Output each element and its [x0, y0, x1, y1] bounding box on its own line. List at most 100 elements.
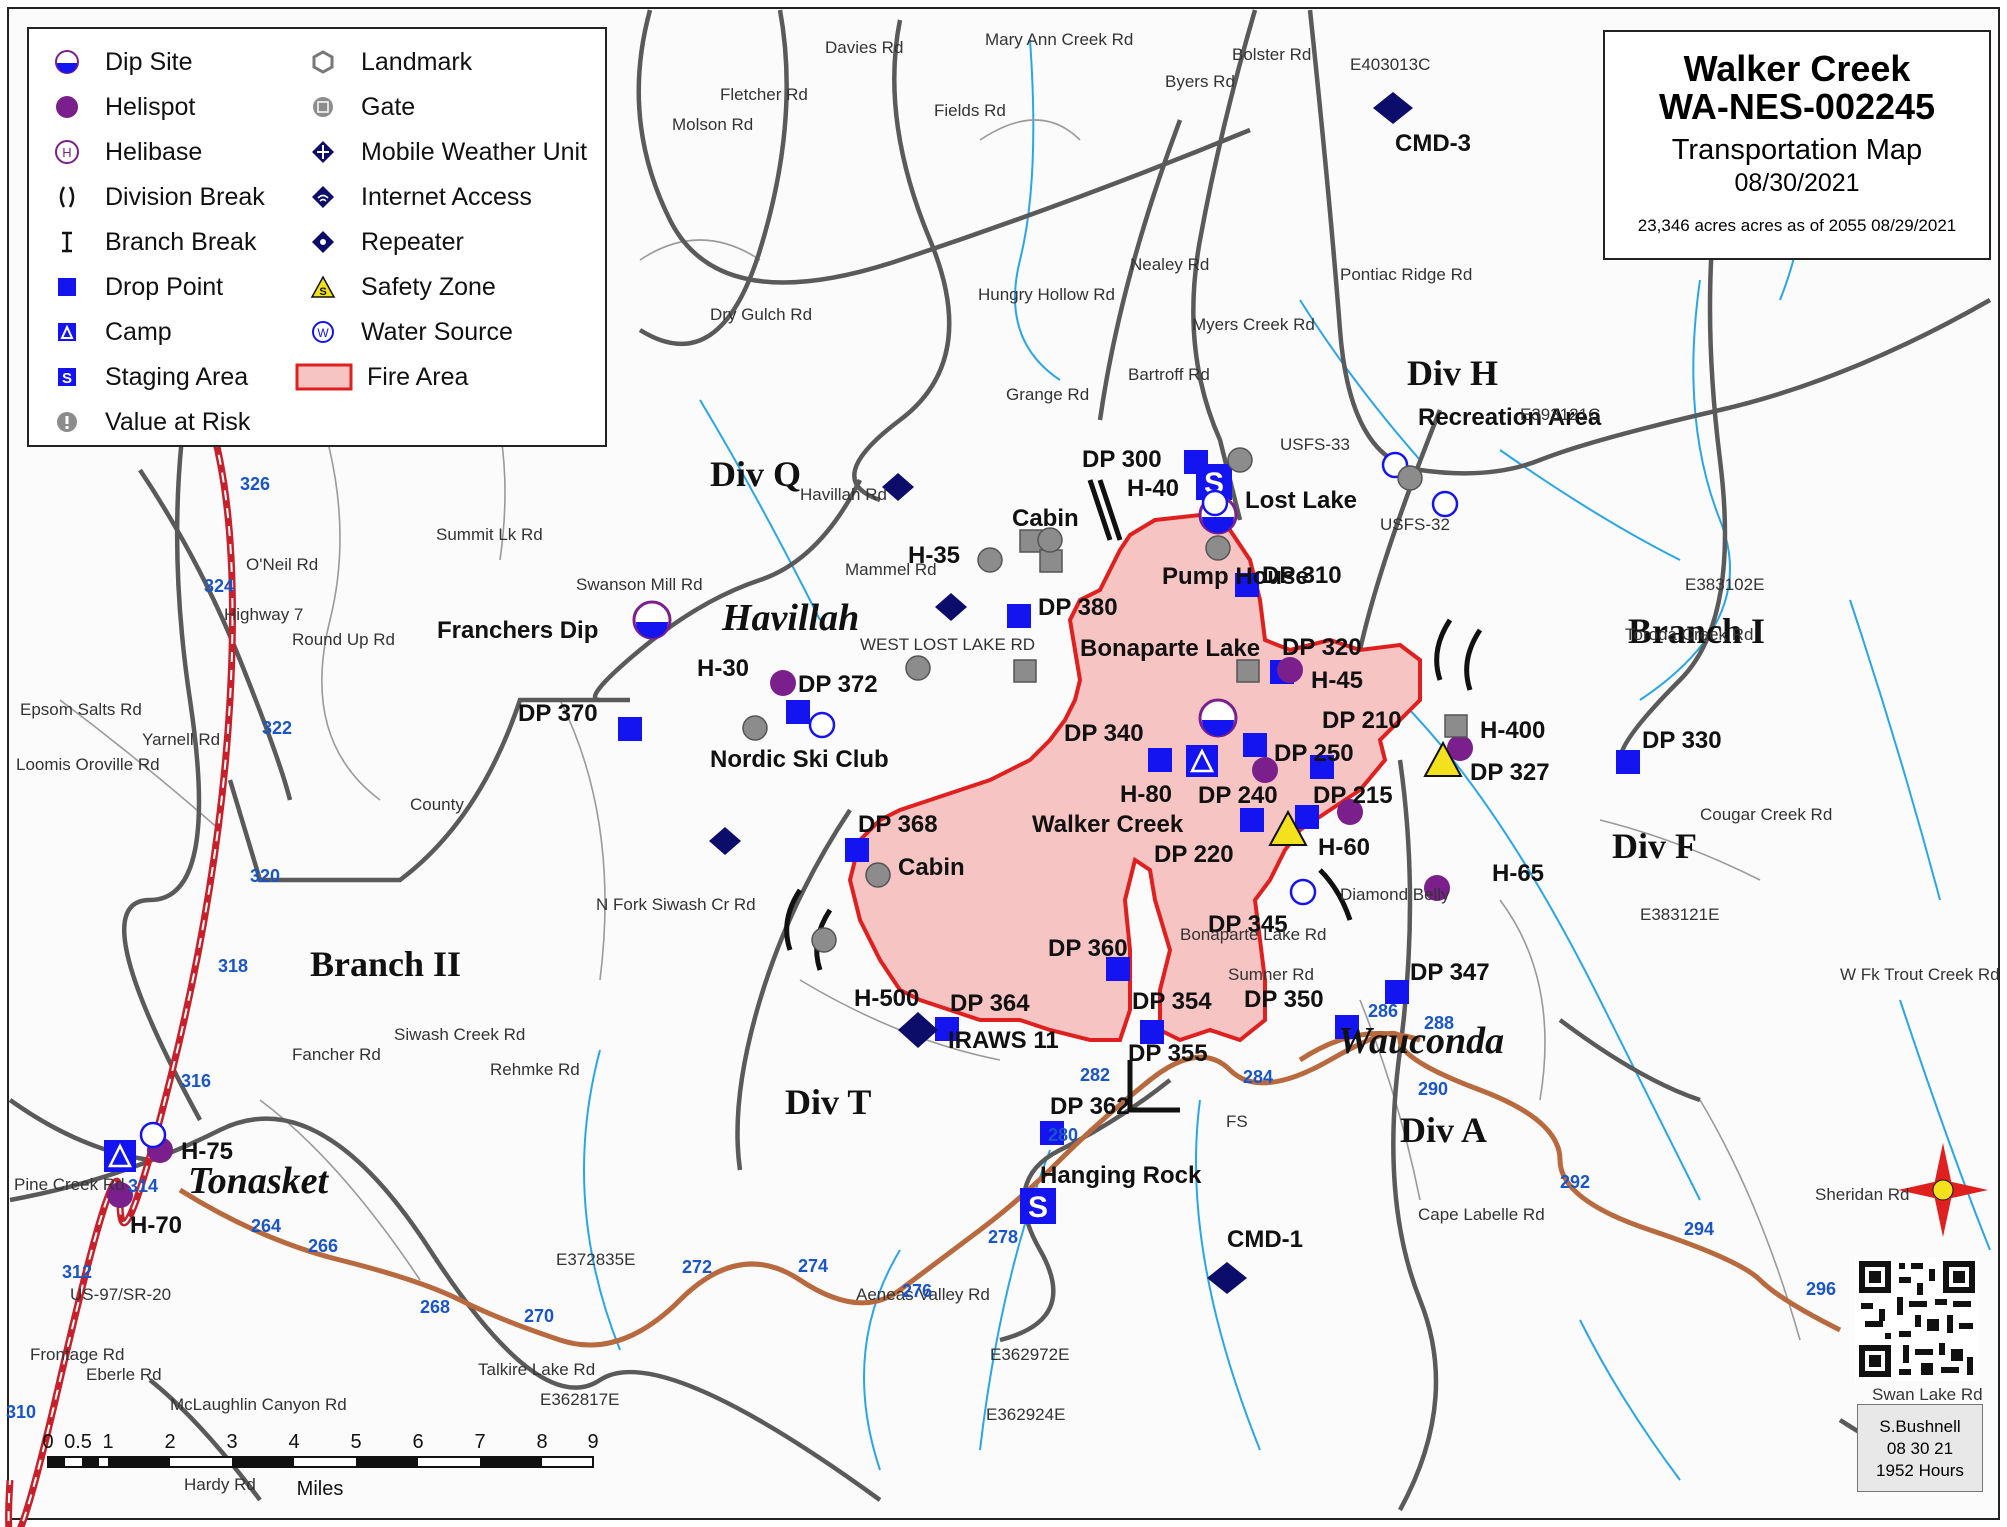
svg-text:Davies Rd: Davies Rd: [825, 38, 903, 57]
svg-text:296: 296: [1806, 1279, 1836, 1299]
svg-text:324: 324: [204, 576, 234, 596]
svg-text:Franchers Dip: Franchers Dip: [437, 617, 598, 644]
svg-text:DP 220: DP 220: [1154, 841, 1234, 868]
svg-text:Epsom Salts Rd: Epsom Salts Rd: [20, 700, 142, 719]
svg-text:E362817E: E362817E: [540, 1390, 619, 1409]
svg-text:H-35: H-35: [908, 542, 960, 569]
svg-text:DP 250: DP 250: [1274, 740, 1354, 767]
svg-text:272: 272: [682, 1257, 712, 1277]
svg-text:Swanson Mill Rd: Swanson Mill Rd: [576, 575, 703, 594]
camp-markers: [104, 745, 1218, 1172]
division-labels: Div Q Div H Div T Div A Div F Branch I B…: [310, 353, 1765, 1150]
svg-text:276: 276: [902, 1281, 932, 1301]
town-labels: Havillah Tonasket Wauconda: [188, 597, 1504, 1202]
svg-text:Sheridan Rd: Sheridan Rd: [1815, 1185, 1910, 1204]
svg-text:H-500: H-500: [854, 985, 919, 1012]
svg-text:Havillah Rd: Havillah Rd: [800, 485, 887, 504]
svg-text:Lost Lake: Lost Lake: [1245, 487, 1357, 514]
scale-tick: 6: [412, 1431, 423, 1453]
svg-text:DP 380: DP 380: [1038, 594, 1118, 621]
svg-text:S: S: [62, 370, 72, 387]
svg-text:S: S: [1028, 1191, 1048, 1224]
svg-text:326: 326: [240, 474, 270, 494]
signature-date: 08 30 21: [1886, 1439, 1954, 1458]
svg-text:Cape Labelle Rd: Cape Labelle Rd: [1418, 1205, 1545, 1224]
svg-text:DP 355: DP 355: [1128, 1040, 1208, 1067]
scale-tick: 9: [587, 1431, 598, 1453]
svg-text:Molson Rd: Molson Rd: [672, 115, 753, 134]
svg-text:Eberle Rd: Eberle Rd: [86, 1365, 162, 1384]
svg-text:Myers Creek Rd: Myers Creek Rd: [1192, 315, 1315, 334]
svg-text:Recreation Area: Recreation Area: [1418, 404, 1602, 431]
svg-text:Highway 7: Highway 7: [224, 605, 303, 624]
helispot-labels: H-30 H-35 H-40 H-45 H-60 H-65 H-70 H-75 …: [130, 475, 1545, 1239]
svg-text:Mammel Rd: Mammel Rd: [845, 560, 937, 579]
fire-area-icon: [295, 359, 353, 395]
division-break-icon: [49, 179, 85, 215]
svg-text:Byers Rd: Byers Rd: [1165, 72, 1235, 91]
svg-text:USFS-32: USFS-32: [1380, 515, 1450, 534]
svg-text:DP 350: DP 350: [1244, 986, 1324, 1013]
helispot-markers: [107, 657, 1473, 1208]
svg-text:County: County: [410, 795, 464, 814]
title-block: Walker Creek WA-NES-002245 Transportatio…: [1603, 30, 1991, 260]
svg-text:H-80: H-80: [1120, 781, 1172, 808]
svg-text:Diamond Belly: Diamond Belly: [1340, 885, 1450, 904]
svg-text:Bonaparte Lake: Bonaparte Lake: [1080, 635, 1260, 662]
svg-text:DP 345: DP 345: [1208, 911, 1288, 938]
scale-tick: 0: [42, 1431, 53, 1453]
gate-icon: [305, 89, 341, 125]
legend-item: Drop Point: [49, 268, 223, 306]
svg-text:Talkire Lake Rd: Talkire Lake Rd: [478, 1360, 595, 1379]
svg-text:264: 264: [251, 1216, 281, 1236]
svg-text:Siwash Creek Rd: Siwash Creek Rd: [394, 1025, 525, 1044]
svg-text:McLaughlin Canyon Rd: McLaughlin Canyon Rd: [170, 1395, 347, 1414]
helibase-icon: H: [49, 134, 85, 170]
division-label: Div A: [1400, 1110, 1487, 1150]
svg-text:280: 280: [1048, 1125, 1078, 1145]
svg-text:E362924E: E362924E: [986, 1405, 1065, 1424]
svg-text:H-65: H-65: [1492, 860, 1544, 887]
svg-text:Round Up Rd: Round Up Rd: [292, 630, 395, 649]
svg-text:Nordic Ski Club: Nordic Ski Club: [710, 746, 889, 773]
svg-text:Pontiac Ridge Rd: Pontiac Ridge Rd: [1340, 265, 1472, 284]
svg-text:E383121E: E383121E: [1640, 905, 1719, 924]
legend-item: Helispot: [49, 88, 195, 126]
svg-text:Pump House: Pump House: [1162, 563, 1309, 590]
svg-text:US-97/SR-20: US-97/SR-20: [70, 1285, 171, 1304]
north-arrow-icon: [1898, 1143, 1988, 1237]
signature-author: S.Bushnell: [1879, 1417, 1961, 1436]
legend-item: Landmark: [305, 43, 472, 81]
svg-text:Aeneas Valley Rd: Aeneas Valley Rd: [856, 1285, 990, 1304]
svg-text:Bolster Rd: Bolster Rd: [1232, 45, 1311, 64]
svg-text:H-70: H-70: [130, 1212, 182, 1239]
landmark-icon: [305, 44, 341, 80]
svg-text:DP 372: DP 372: [798, 671, 878, 698]
map-date: 08/30/2021: [1734, 169, 1860, 197]
svg-text:DP 354: DP 354: [1132, 988, 1212, 1015]
fire-area-polygon: [847, 512, 1422, 1043]
svg-text:320: 320: [250, 866, 280, 886]
legend-item: Value at Risk: [49, 403, 250, 441]
svg-text:314: 314: [128, 1176, 158, 1196]
drop-point-markers: [618, 450, 1640, 1145]
svg-text:E393121C: E393121C: [1520, 405, 1600, 424]
legend-item: Branch Break: [49, 223, 256, 261]
svg-text:CMD-1: CMD-1: [1227, 1226, 1303, 1253]
svg-text:Fletcher Rd: Fletcher Rd: [720, 85, 808, 104]
highway: [5, 418, 236, 1527]
legend-item: Dip Site: [49, 43, 193, 81]
svg-text:O'Neil Rd: O'Neil Rd: [246, 555, 318, 574]
legend-item: Repeater: [305, 223, 464, 261]
acreage-note: 23,346 acres acres as of 2055 08/29/2021: [1637, 216, 1957, 235]
scale-tick: 1: [102, 1431, 113, 1453]
svg-text:WEST LOST LAKE RD: WEST LOST LAKE RD: [860, 635, 1035, 654]
paved-roads: [178, 1030, 1842, 1348]
minor-roads: [59, 119, 1801, 1341]
svg-text:N Fork Siwash Cr Rd: N Fork Siwash Cr Rd: [596, 895, 756, 914]
qr-code-icon[interactable]: [1855, 1257, 1979, 1381]
legend-item: Internet Access: [305, 178, 532, 216]
camp-icon: [49, 314, 85, 350]
svg-text:Sumner Rd: Sumner Rd: [1228, 965, 1314, 984]
